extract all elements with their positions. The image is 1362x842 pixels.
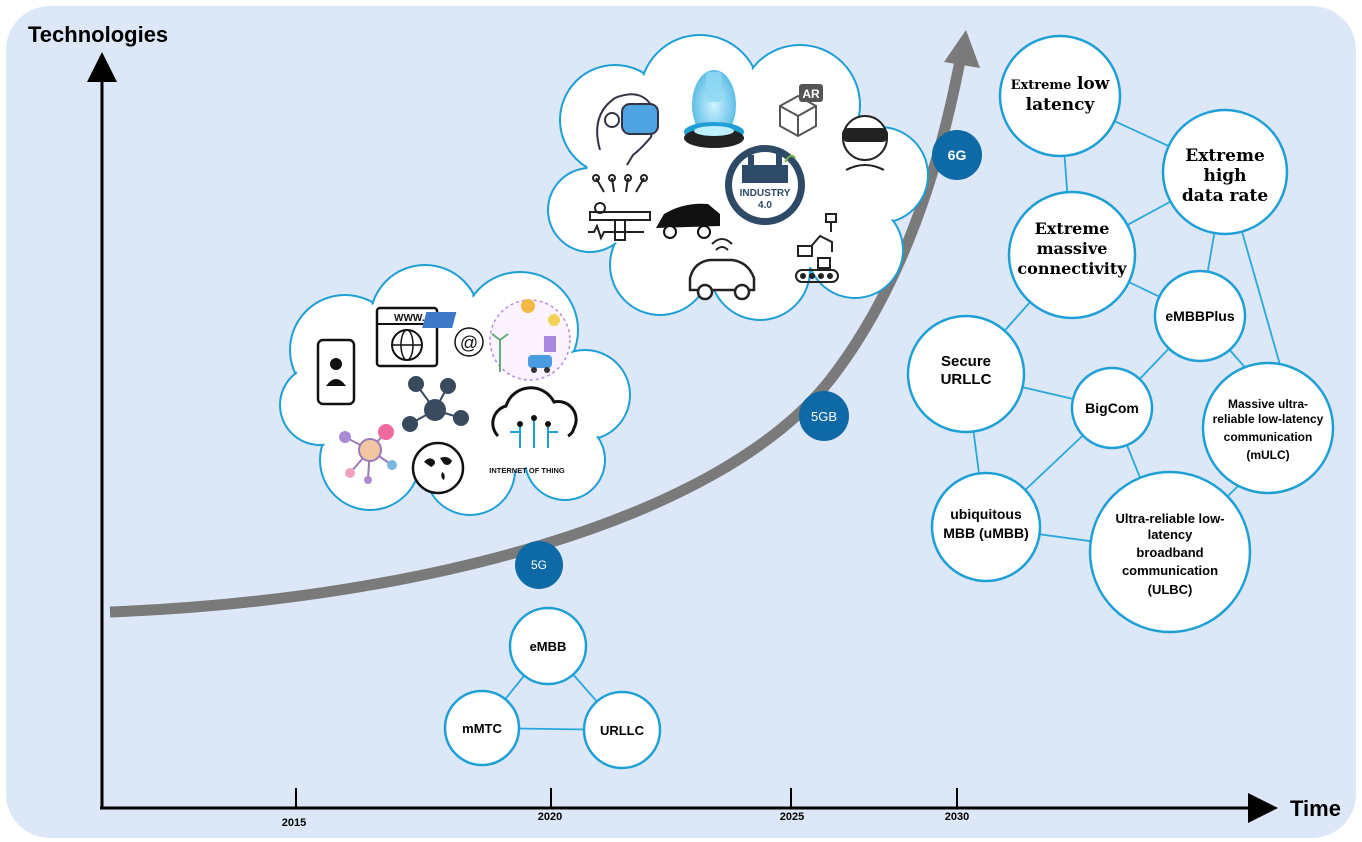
svg-text:Extreme low: Extreme low	[1011, 74, 1110, 94]
svg-text:(ULBC): (ULBC)	[1148, 582, 1193, 597]
milestone-6g: 6G	[932, 130, 982, 180]
x-axis-label: Time	[1290, 796, 1341, 821]
x-tick-2020: 2020	[538, 788, 562, 823]
g5-node-urllc: URLLC	[582, 690, 662, 770]
svg-text:data rate: data rate	[1182, 186, 1269, 206]
y-axis-label: Technologies	[28, 22, 168, 47]
g6-node-extreme-high-data-rate: Extreme high data rate	[1161, 108, 1289, 236]
svg-text:communication: communication	[1224, 430, 1313, 444]
car-icon	[656, 203, 720, 239]
connected-car-icon	[688, 238, 756, 301]
x-tick-label: 2025	[780, 811, 804, 823]
svg-text:WWW.: WWW.	[394, 313, 425, 324]
svg-text:Extreme: Extreme	[1185, 146, 1265, 166]
growth-curve	[109, 49, 968, 618]
milestone-5gb: 5GB	[799, 391, 849, 441]
vr-headset-icon	[596, 93, 659, 166]
g6-node-extreme-massive-connectivity: Extreme massive connectivity	[1007, 190, 1137, 320]
svg-text:latency: latency	[1026, 95, 1096, 115]
g6-node-umbb: ubiquitous MBB (uMBB)	[930, 471, 1042, 583]
svg-text:6G: 6G	[948, 147, 967, 163]
x-tick-label: 2030	[945, 811, 969, 823]
iot-cloud-icon: INTERNET OF THING	[489, 386, 578, 475]
svg-text:URLLC: URLLC	[600, 723, 645, 738]
x-tick-2025: 2025	[780, 788, 804, 823]
smartphone-user-icon	[316, 338, 356, 406]
ar-cube-icon: AR	[779, 84, 823, 138]
growth-curve-arrowhead	[944, 30, 980, 68]
g6-node-embbplus: eMBBPlus	[1153, 269, 1247, 363]
svg-text:high: high	[1203, 166, 1246, 186]
hologram-icon	[684, 70, 744, 148]
svg-text:Secure: Secure	[941, 353, 991, 370]
g5-node-embb: eMBB	[508, 606, 588, 686]
svg-text:@: @	[460, 333, 478, 353]
x-tick-label: 2015	[282, 817, 306, 829]
svg-text:massive: massive	[1037, 239, 1108, 258]
svg-text:connectivity: connectivity	[1017, 259, 1127, 278]
smart-energy-icon	[422, 299, 571, 381]
at-sign-icon: @	[454, 327, 484, 357]
svg-text:eMBB: eMBB	[530, 639, 567, 654]
svg-text:5G: 5G	[531, 558, 547, 572]
g6-node-bigcom: BigCom	[1070, 366, 1154, 450]
svg-text:(mULC): (mULC)	[1246, 448, 1289, 462]
ar-caption: AR	[802, 87, 820, 101]
g6-node-secure-urllc: Secure URLLC	[906, 314, 1026, 434]
x-tick-2015: 2015	[282, 788, 306, 829]
robot-arm-conveyor-icon	[795, 213, 839, 283]
background-panel	[6, 6, 1356, 838]
industry-caption-line1: INDUSTRY	[740, 188, 791, 199]
svg-text:URLLC: URLLC	[941, 371, 992, 388]
x-tick-label: 2020	[538, 811, 562, 823]
svg-text:Massive ultra-: Massive ultra-	[1228, 397, 1308, 411]
milestone-5g: 5G	[515, 541, 563, 589]
g6-node-ulbc: Ultra-reliable low- latency broadband co…	[1088, 470, 1252, 634]
vr-person-icon	[842, 115, 888, 171]
industry-caption-line2: 4.0	[758, 200, 772, 211]
svg-text:eMBBPlus: eMBBPlus	[1165, 308, 1234, 324]
svg-text:MBB (uMBB): MBB (uMBB)	[943, 525, 1029, 541]
g6-node-extreme-low-latency: Extreme low latency	[998, 34, 1122, 158]
svg-text:Ultra-reliable low-: Ultra-reliable low-	[1115, 511, 1224, 526]
svg-text:Extreme: Extreme	[1035, 219, 1110, 238]
svg-text:BigCom: BigCom	[1085, 400, 1139, 416]
social-network-icon	[339, 424, 397, 484]
iot-caption: INTERNET OF THING	[489, 466, 565, 475]
x-tick-2030: 2030	[945, 788, 969, 823]
g5-node-mmtc: mMTC	[443, 689, 521, 767]
world-map-icon	[411, 441, 465, 495]
industry-factory-icon: INDUSTRY 4.0	[725, 145, 805, 225]
robotic-surgery-icon	[588, 174, 651, 241]
g5-services-network: eMBB mMTC URLLC	[443, 606, 662, 770]
g6-node-mulc: Massive ultra- reliable low-latency comm…	[1201, 361, 1335, 495]
svg-text:broadband: broadband	[1136, 545, 1203, 560]
svg-text:mMTC: mMTC	[462, 721, 502, 736]
network-people-icon	[402, 376, 469, 432]
svg-text:reliable low-latency: reliable low-latency	[1213, 412, 1324, 426]
svg-text:5GB: 5GB	[811, 409, 837, 424]
g6-services-network: Extreme low latency Extreme high data ra…	[906, 34, 1335, 634]
svg-text:latency: latency	[1148, 527, 1194, 542]
svg-text:communication: communication	[1122, 563, 1218, 578]
svg-text:ubiquitous: ubiquitous	[950, 506, 1022, 522]
